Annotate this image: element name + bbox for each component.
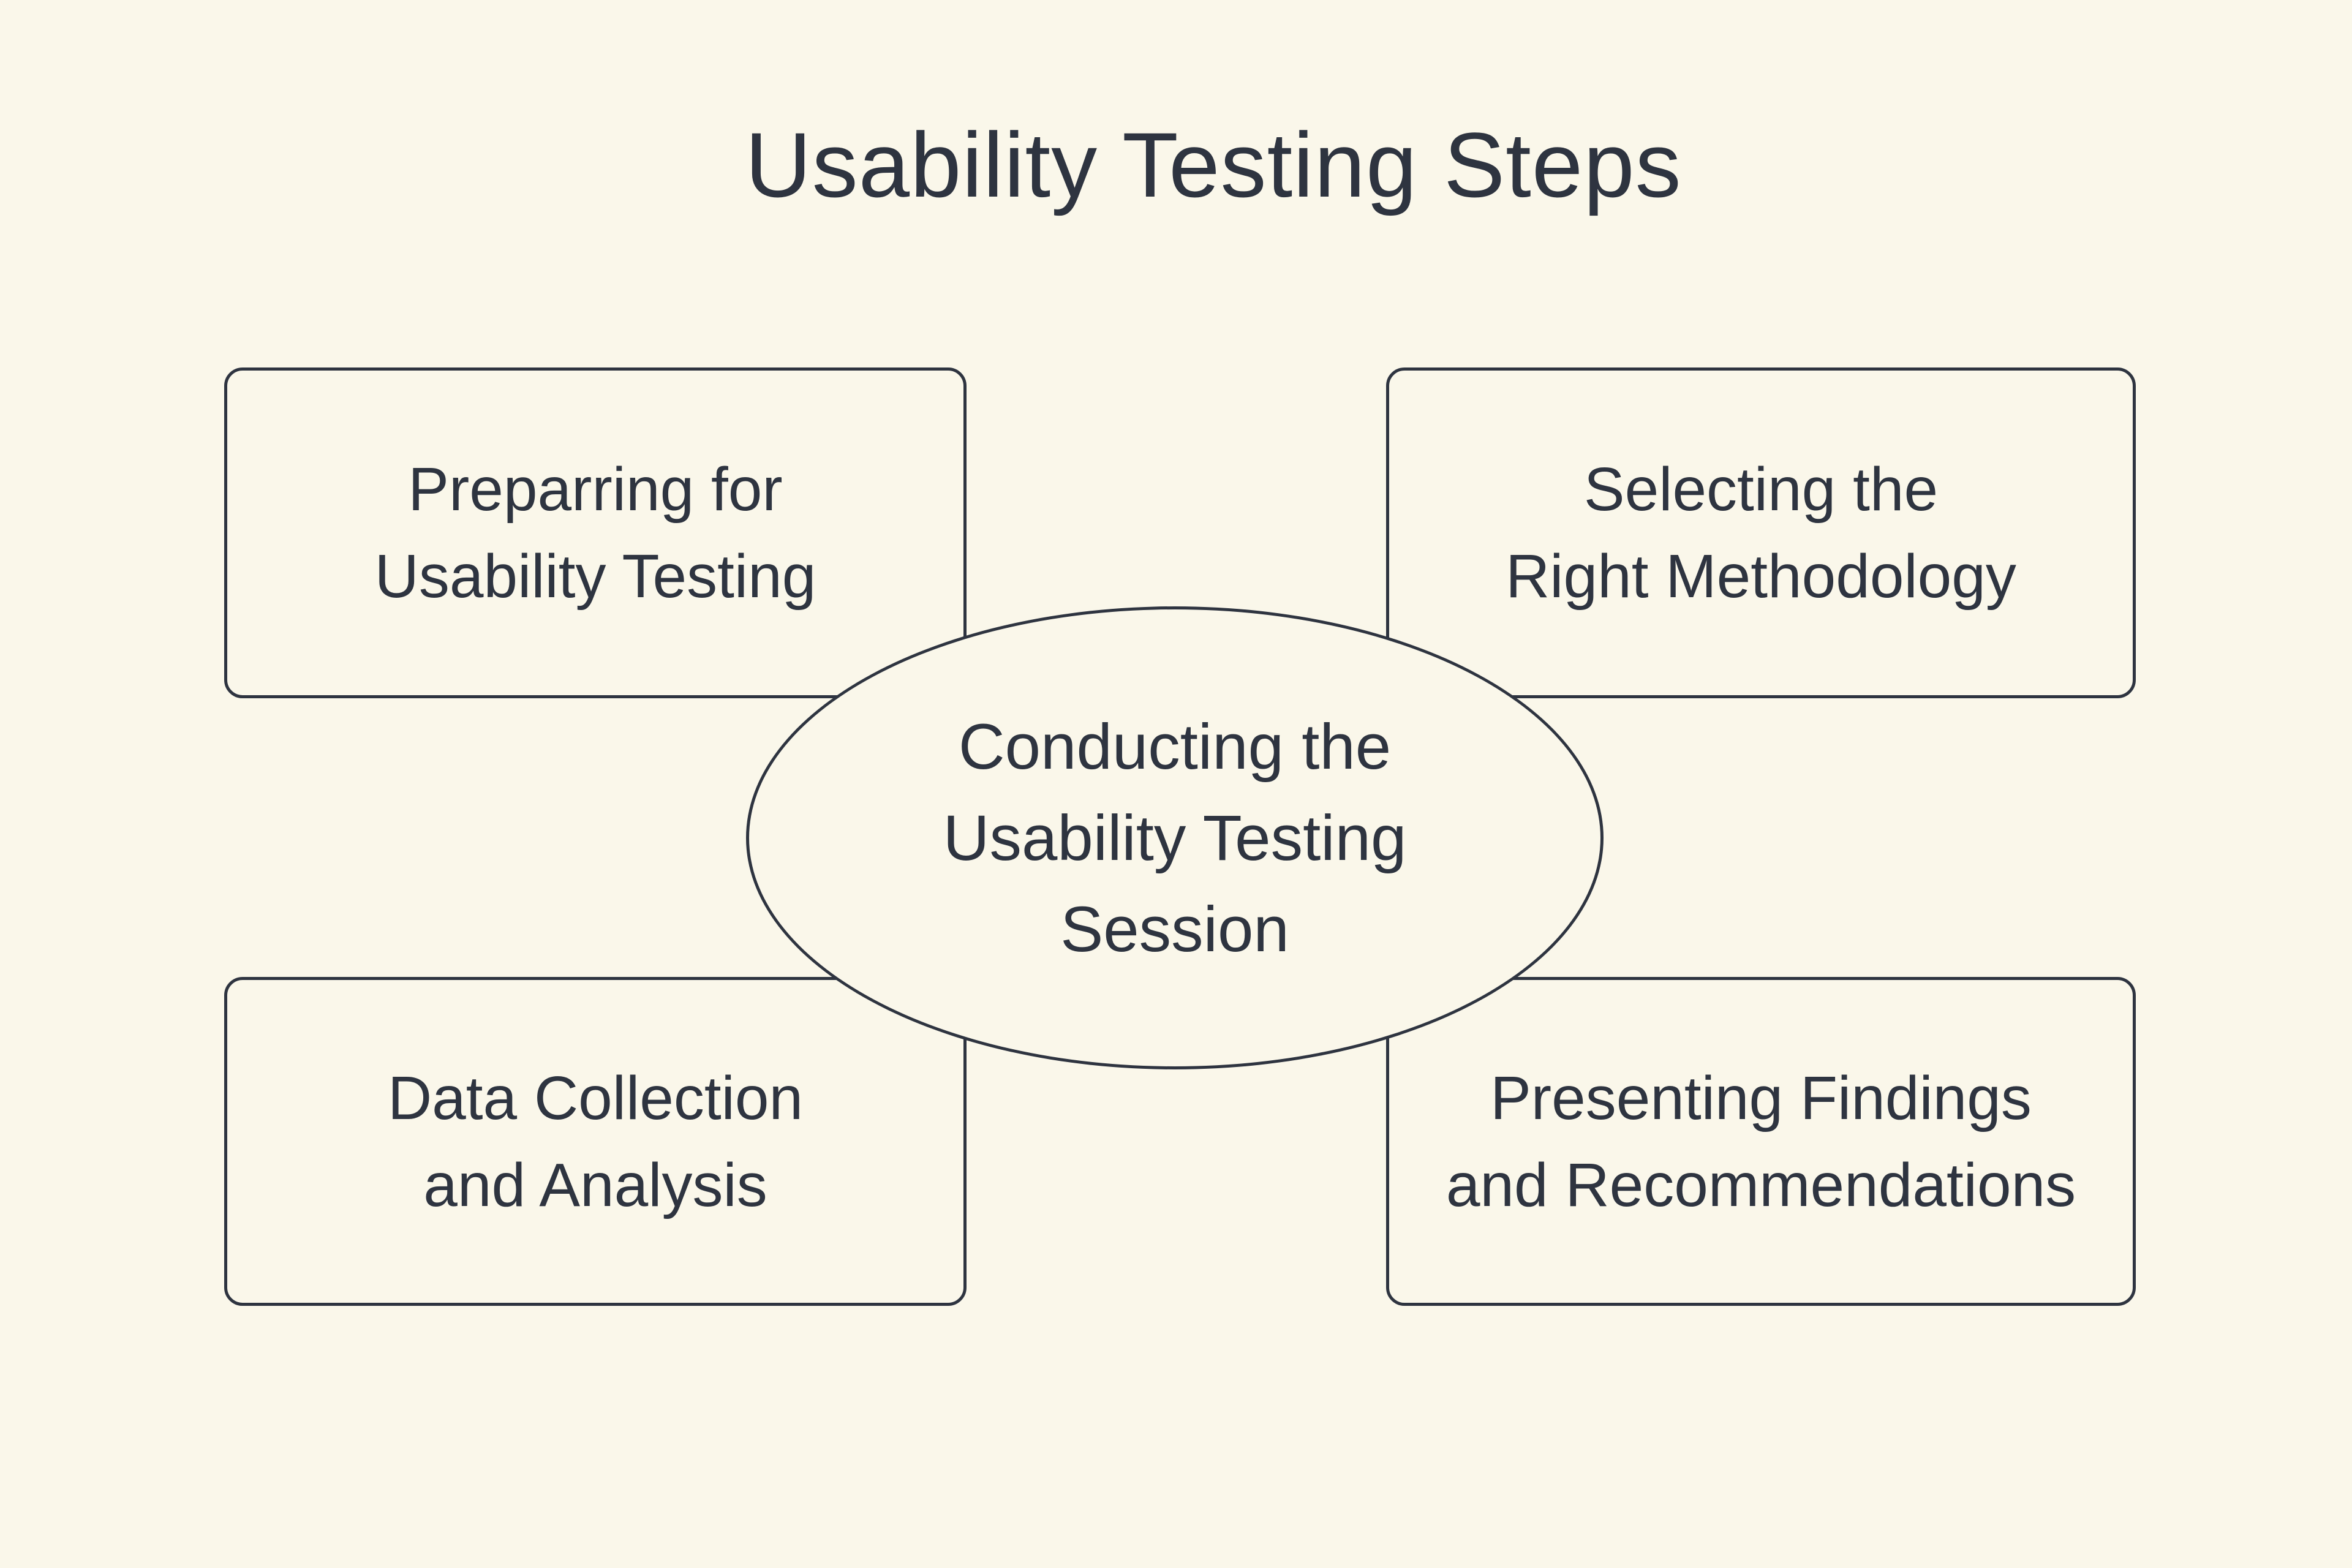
center-label-line: Conducting the bbox=[958, 710, 1392, 783]
step-label-line: and Analysis bbox=[423, 1150, 767, 1219]
step-label-line: and Recommendations bbox=[1446, 1150, 2076, 1219]
step-label-line: Right Methodology bbox=[1506, 542, 2016, 611]
diagram-title: Usability Testing Steps bbox=[745, 113, 1682, 216]
step-box-preparing: Preparring for Usability Testing bbox=[224, 368, 967, 698]
step-label-line: Selecting the bbox=[1583, 455, 1939, 524]
center-label-line: Usability Testing bbox=[943, 802, 1407, 874]
center-label-line: Session bbox=[1060, 893, 1289, 965]
step-label-line: Presenting Findings bbox=[1490, 1063, 2032, 1133]
step-label-line: Usability Testing bbox=[374, 542, 816, 611]
center-ellipse-conducting-session: Conducting the Usability Testing Session bbox=[746, 606, 1604, 1069]
step-box-findings: Presenting Findings and Recommendations bbox=[1386, 977, 2136, 1306]
step-label-line: Preparring for bbox=[408, 455, 783, 524]
step-box-methodology: Selecting the Right Methodology bbox=[1386, 368, 2136, 698]
step-label-line: Data Collection bbox=[387, 1063, 804, 1133]
step-box-data-collection: Data Collection and Analysis bbox=[224, 977, 967, 1306]
